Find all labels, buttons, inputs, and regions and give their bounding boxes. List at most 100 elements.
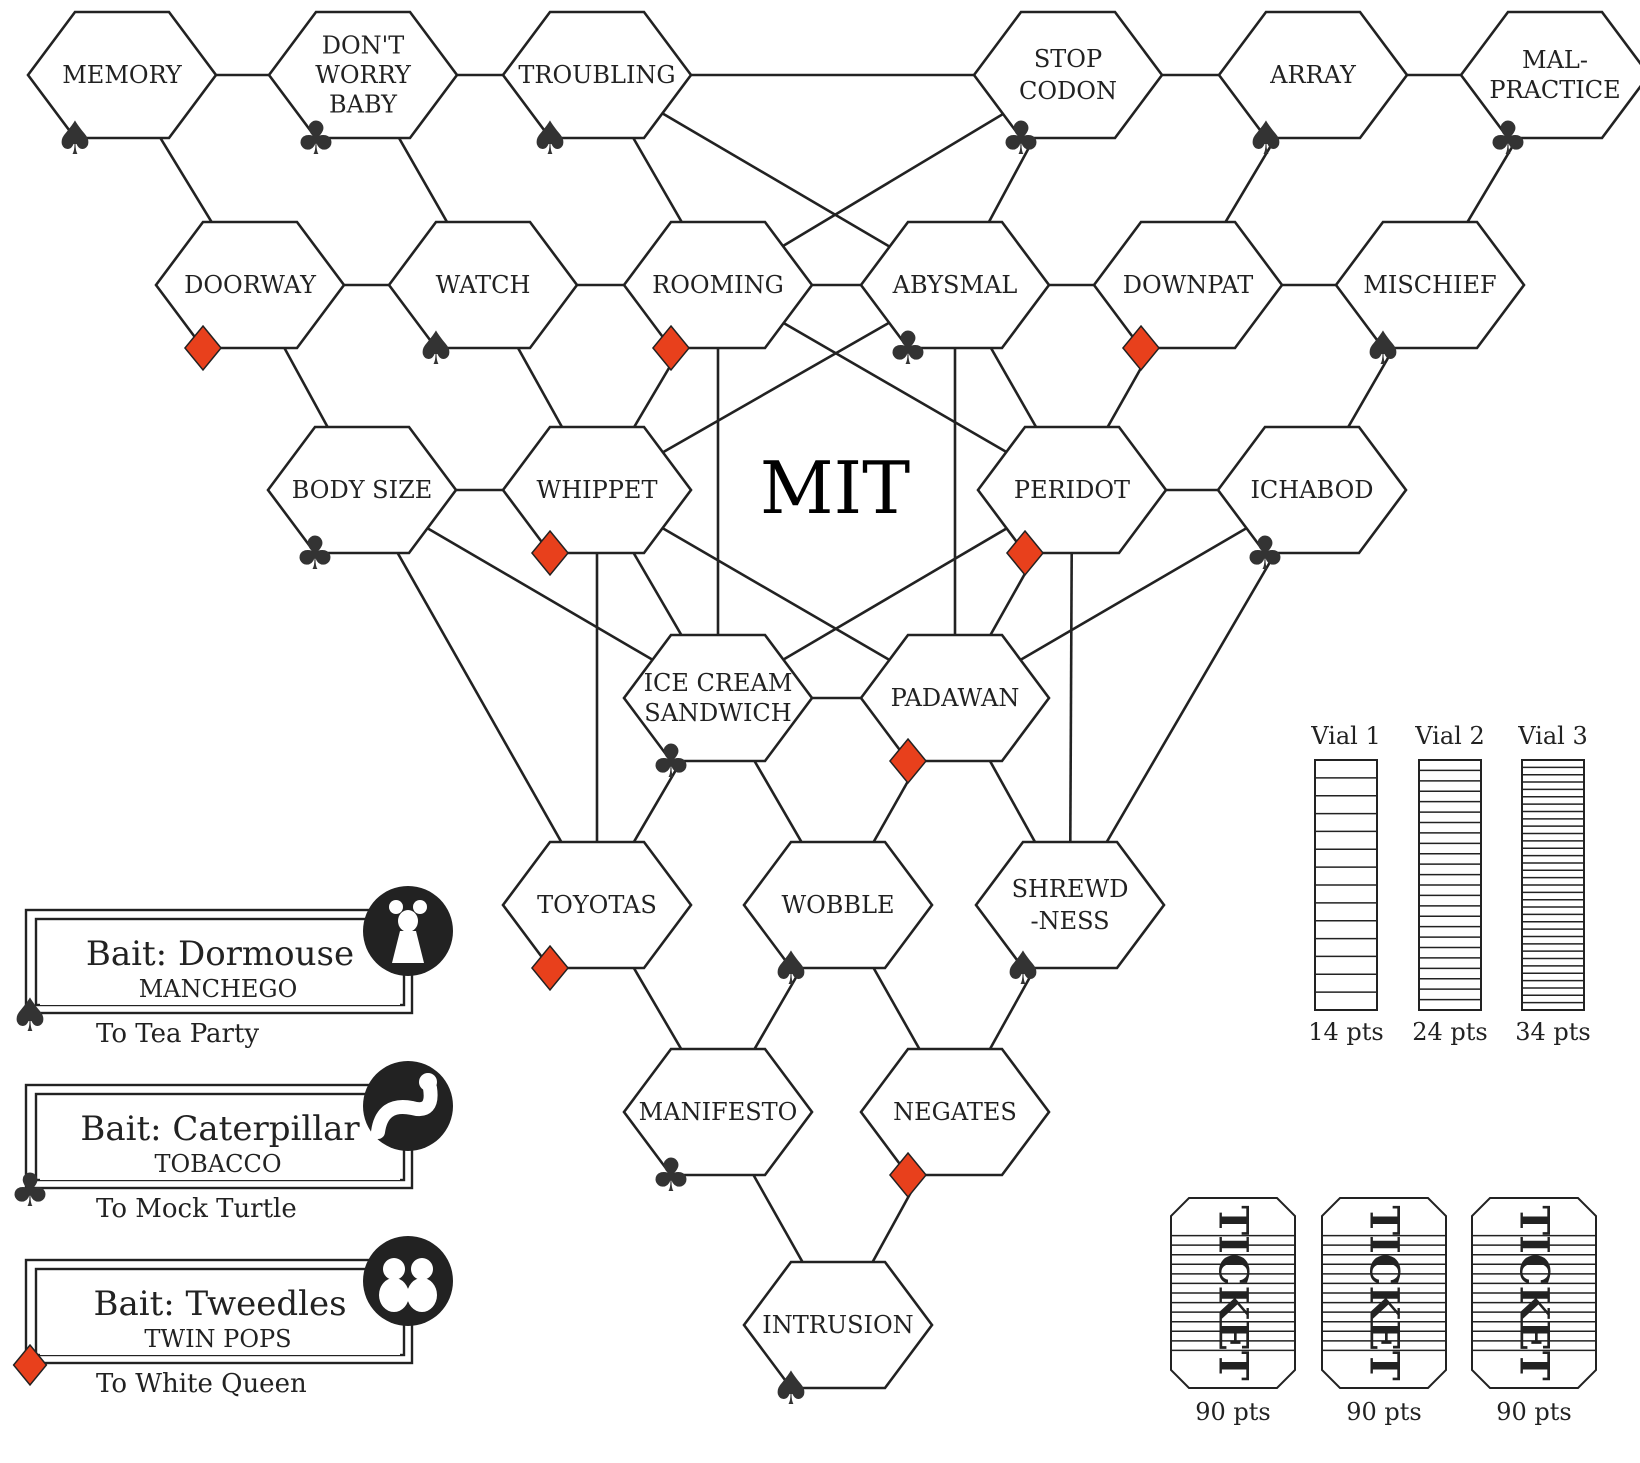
hex-label: NEGATES [893, 1098, 1017, 1126]
club-icon: ♣ [1487, 111, 1528, 165]
bait-background [40, 1271, 400, 1355]
club-icon: ♣ [650, 1148, 691, 1202]
hex-label: SHREWD [1012, 875, 1129, 903]
hex-memory[interactable]: MEMORY ♠ [26, 10, 218, 165]
hex-intrusion[interactable]: INTRUSION ♠ [742, 1260, 934, 1415]
hex-rooming[interactable]: ROOMING [622, 220, 814, 372]
hex-outline [742, 1260, 934, 1390]
hex-label: MANIFESTO [639, 1098, 798, 1126]
hex-label: ICE CREAM [644, 669, 793, 697]
hex-label: MISCHIEF [1363, 271, 1496, 299]
hex-peridot[interactable]: PERIDOT [976, 425, 1168, 577]
hex-label: ABYSMAL [892, 271, 1018, 299]
hex-outline [387, 220, 579, 350]
hex-label: DON'T [322, 31, 405, 59]
hex-label: WHIPPET [537, 476, 658, 504]
hex-whippet[interactable]: WHIPPET [501, 425, 693, 577]
bait-title: Bait: Dormouse [86, 934, 354, 974]
spade-icon: ♠ [529, 111, 570, 165]
hex-downpat[interactable]: DOWNPAT [1092, 220, 1284, 372]
hex-label: PRACTICE [1489, 76, 1620, 104]
spade-icon: ♠ [770, 941, 811, 995]
tweedle-head [383, 1258, 405, 1280]
hex-shrewdness[interactable]: SHREWD-NESS♠ [974, 840, 1166, 995]
hex-wobble[interactable]: WOBBLE ♠ [742, 840, 934, 995]
dormouse-ear [413, 900, 427, 914]
vial-label: Vial 2 [1414, 722, 1484, 750]
hex-abysmal[interactable]: ABYSMAL♣ [859, 220, 1051, 375]
club-icon: ♣ [294, 526, 335, 580]
tweedle-body [379, 1278, 409, 1312]
vial-points: 34 pts [1515, 1018, 1591, 1046]
bait-destination: To Tea Party [96, 1019, 259, 1049]
vial-panel: Vial 1 14 pts Vial 2 24 pts Vial 334 pts [1308, 722, 1591, 1046]
hex-ichabod[interactable]: ICHABOD♣ [1216, 425, 1408, 580]
hex-mischief[interactable]: MISCHIEF♠ [1334, 220, 1526, 375]
diamond-icon [530, 944, 570, 992]
dormouse-head [398, 910, 418, 932]
bait-background [40, 1096, 400, 1180]
spade-icon: ♠ [770, 1361, 811, 1415]
spade-icon: ♠ [54, 111, 95, 165]
hex-toyotas[interactable]: TOYOTAS [501, 840, 693, 992]
hex-outline [267, 10, 459, 140]
hex-label: BABY [329, 91, 398, 119]
hex-label: BODY SIZE [292, 476, 433, 504]
hex-negates[interactable]: NEGATES [859, 1047, 1051, 1199]
hex-outline [501, 10, 693, 140]
vial-label: Vial 1 [1310, 722, 1380, 750]
vial[interactable]: Vial 1 14 pts [1308, 722, 1384, 1046]
hex-outline [266, 425, 458, 555]
club-icon: ♣ [9, 1163, 50, 1217]
edge-body-size-toyotas [360, 489, 599, 906]
ticket-points: 90 pts [1496, 1398, 1572, 1426]
ticket-points: 90 pts [1195, 1398, 1271, 1426]
vial-points: 14 pts [1308, 1018, 1384, 1046]
tweedle-body [407, 1278, 437, 1312]
hex-label: ARRAY [1269, 61, 1357, 89]
hex-label: INTRUSION [762, 1311, 913, 1339]
diamond-icon [1121, 324, 1161, 372]
hex-array[interactable]: ARRAY ♠ [1217, 10, 1409, 165]
hex-troubling[interactable]: TROUBLING ♠ [501, 10, 693, 165]
ticket[interactable]: TICKET 90 pts [1321, 1197, 1447, 1426]
hex-label: CODON [1019, 77, 1117, 105]
hex-padawan[interactable]: PADAWAN [859, 633, 1051, 785]
hex-label: WOBBLE [781, 891, 894, 919]
hex-outline [1459, 10, 1640, 140]
vial-points: 24 pts [1412, 1018, 1488, 1046]
hex-outline [1217, 10, 1409, 140]
hex-manifesto[interactable]: MANIFESTO ♣ [622, 1047, 814, 1202]
spade-icon: ♠ [1002, 941, 1043, 995]
dormouse-ear [389, 900, 403, 914]
hex-label: MEMORY [62, 61, 183, 89]
tweedle-head [411, 1258, 433, 1280]
hex-body-size[interactable]: BODY SIZE ♣ [266, 425, 458, 580]
hex-doorway[interactable]: DOORWAY [154, 220, 346, 372]
hex-label: PADAWAN [891, 684, 1020, 712]
hex-malpractice[interactable]: MAL-PRACTICE ♣ [1459, 10, 1640, 165]
ticket-points: 90 pts [1346, 1398, 1422, 1426]
hex-label: TOYOTAS [537, 891, 657, 919]
hex-label: TROUBLING [518, 61, 675, 89]
diamond-icon [651, 324, 691, 372]
vial[interactable]: Vial 334 pts [1515, 722, 1591, 1046]
hex-outline [1216, 425, 1408, 555]
ticket-label: TICKET [1361, 1205, 1408, 1381]
hex-outline [26, 10, 218, 140]
hex-label: MAL- [1522, 46, 1588, 74]
vial[interactable]: Vial 2 24 pts [1412, 722, 1488, 1046]
spade-icon: ♠ [1245, 111, 1286, 165]
hex-watch[interactable]: WATCH♠ [387, 220, 579, 375]
hex-label: ROOMING [652, 271, 784, 299]
hex-outline [972, 10, 1164, 140]
bait-item: TOBACCO [154, 1150, 281, 1178]
